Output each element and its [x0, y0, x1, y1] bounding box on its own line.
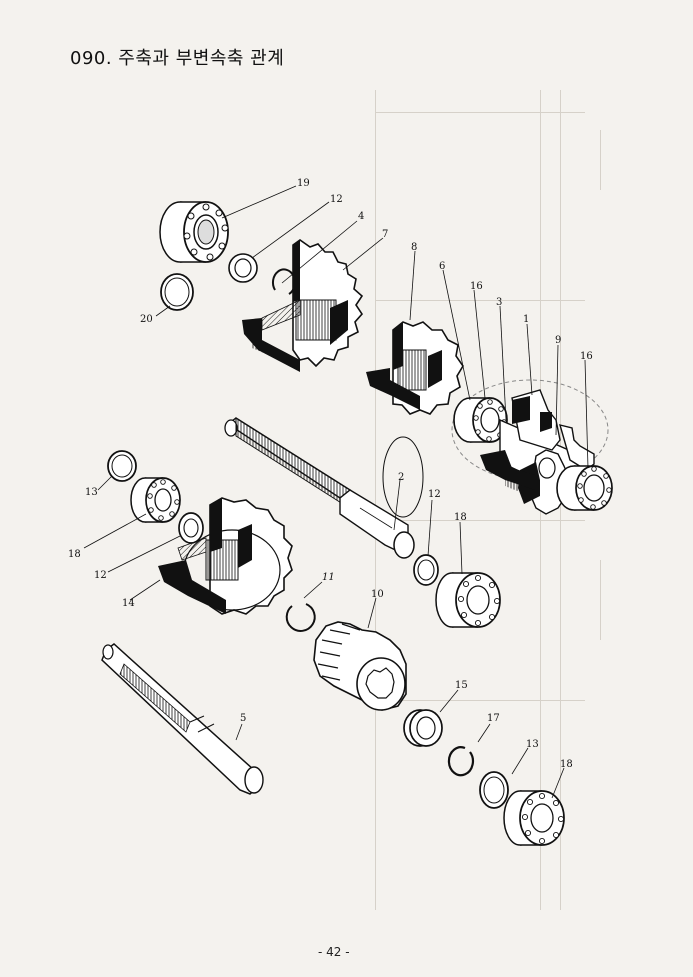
gear-8-cutaway — [366, 321, 464, 415]
bearing-18-left — [130, 477, 181, 523]
gear-10 — [313, 621, 407, 711]
callout-labels: 19 12 4 7 8 20 6 16 3 1 9 16 2 13 18 12 … — [68, 178, 593, 770]
bearing-18-bottom — [503, 790, 565, 846]
callout-6: 6 — [439, 261, 445, 272]
callout-11: 11 — [322, 572, 335, 583]
page-number: - 42 - — [318, 945, 350, 959]
callout-13: 13 — [85, 487, 98, 498]
callout-14: 14 — [122, 598, 135, 609]
callout-13b: 13 — [526, 739, 539, 750]
bearing-19 — [159, 201, 229, 263]
callout-15: 15 — [455, 680, 468, 691]
callout-12b: 12 — [94, 570, 107, 581]
ring-20 — [160, 273, 194, 311]
main-shaft-assembly — [451, 379, 613, 515]
collar-12-left — [178, 512, 204, 544]
callout-5: 5 — [240, 713, 246, 724]
callout-19: 19 — [297, 178, 310, 189]
callout-18: 18 — [68, 549, 81, 560]
callout-18b: 18 — [454, 512, 467, 523]
callout-12: 12 — [330, 194, 343, 205]
callout-12c: 12 — [428, 489, 441, 500]
callout-16b: 16 — [580, 351, 593, 362]
callout-3: 3 — [496, 297, 502, 308]
shaft-5 — [101, 643, 264, 795]
gear-7-cutaway — [242, 239, 364, 372]
callout-7: 7 — [382, 229, 388, 240]
callout-18c: 18 — [560, 759, 573, 770]
callout-4: 4 — [358, 211, 364, 222]
circlip-17 — [447, 746, 475, 777]
circlip-11 — [285, 603, 316, 632]
leader-lines — [83, 185, 589, 799]
callout-9: 9 — [555, 335, 561, 346]
callout-1: 1 — [523, 314, 529, 325]
callout-20: 20 — [140, 314, 153, 325]
callout-16: 16 — [470, 281, 483, 292]
callout-10: 10 — [371, 589, 384, 600]
page-title: 090. 주축과 부변속축 관계 — [70, 48, 285, 69]
callout-8: 8 — [411, 242, 417, 253]
collar-12-right — [413, 554, 439, 586]
callout-17: 17 — [487, 713, 500, 724]
callout-2: 2 — [398, 472, 404, 483]
collar-15 — [403, 709, 443, 747]
ring-13-left — [107, 450, 137, 482]
gear-14-cutaway — [158, 497, 293, 615]
bearing-18-center — [435, 572, 501, 628]
collar-12-top — [228, 253, 258, 283]
ring-13-right — [479, 771, 509, 809]
splined-shaft-2 — [224, 417, 424, 559]
